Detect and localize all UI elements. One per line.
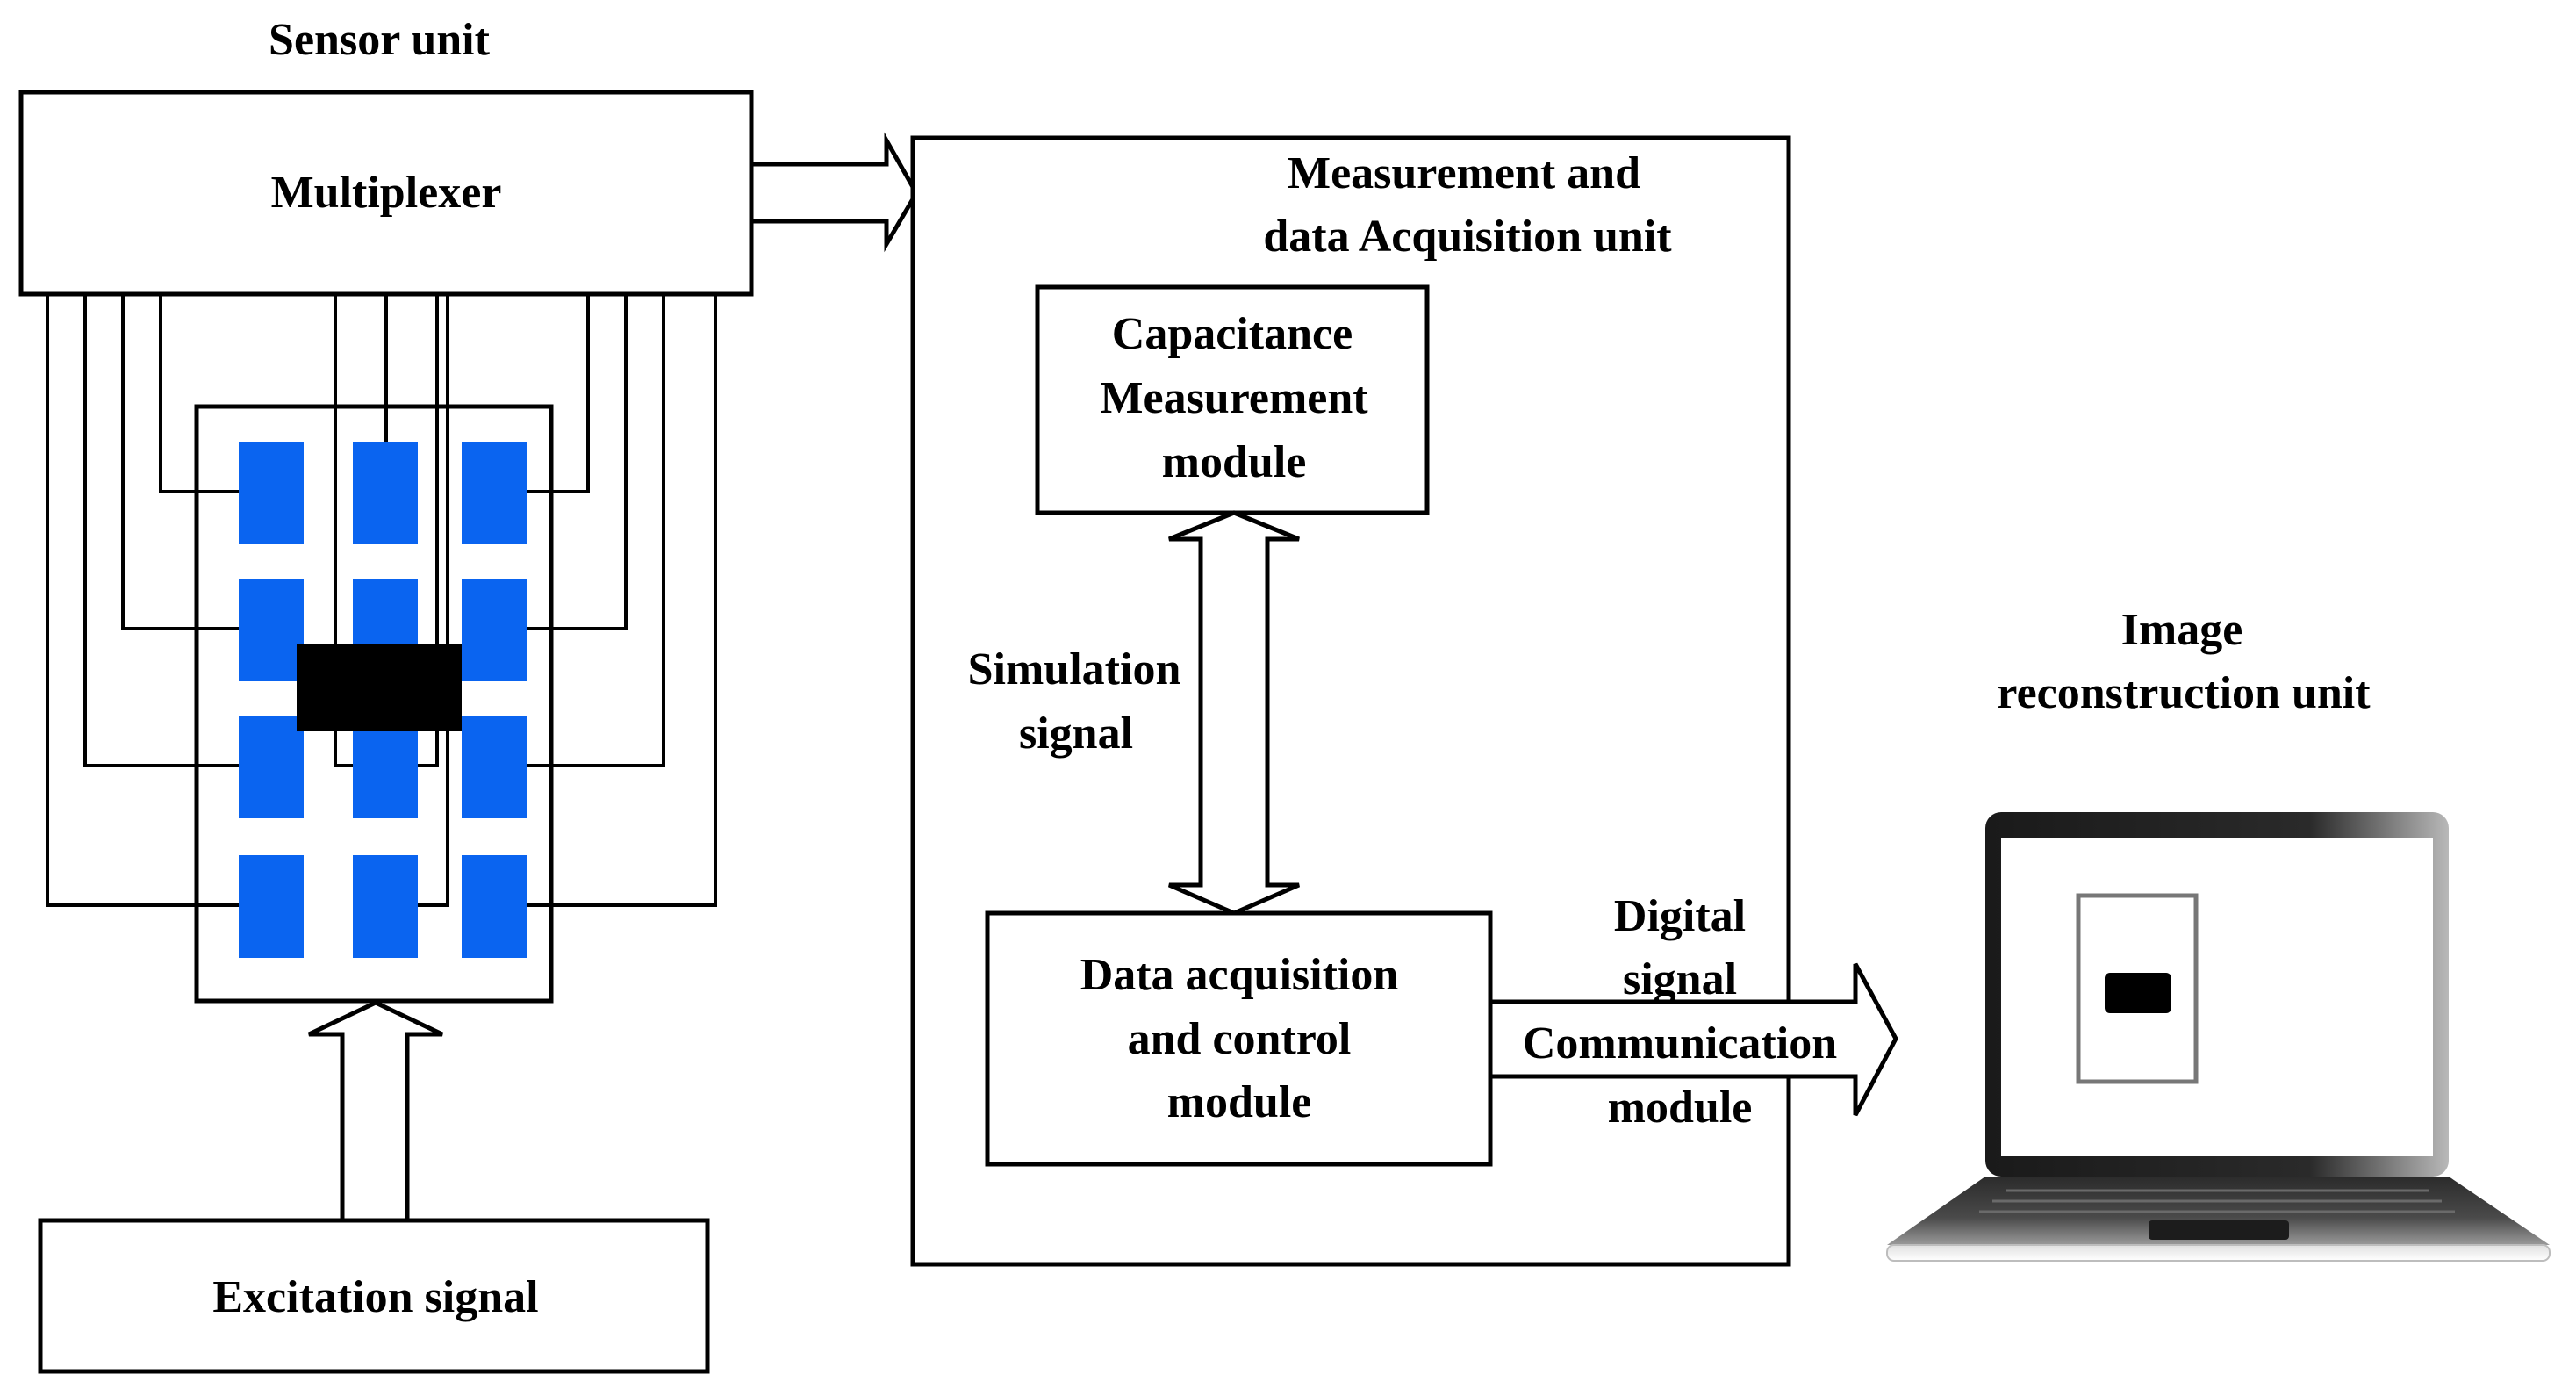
wire-left-row2 [121,294,239,630]
wire-left-row1 [159,294,239,493]
electrode-r3-c1 [239,716,304,818]
wire-left-row3 [83,294,239,767]
electrode-r4-c3 [462,855,527,958]
laptop-icon [1886,812,2551,1262]
reconstructed-object [2105,973,2171,1013]
daq-module-line3: module [1167,1077,1312,1127]
image-reconstruction-line2: reconstruction unit [1997,668,2371,718]
multiplexer-label: Multiplexer [271,168,502,218]
electrode-r3-c2 [353,716,418,818]
digital-signal-line1: Digital [1614,891,1746,941]
capacitance-module-line1: Capacitance [1112,309,1353,359]
communication-module-line1: Communication [1523,1018,1837,1069]
excitation-block: Excitation signal [38,1218,710,1374]
electrode-r1-c3 [462,442,527,544]
digital-signal-right-arrow [1488,962,1898,1117]
multiplexer-right-arrow [749,132,919,253]
capacitance-module-line2: Measurement [1100,373,1368,423]
wire-right-row1 [527,294,590,493]
multiplexer-box [18,90,754,297]
laptop-screen [2001,838,2433,1156]
electrode-r2-c3 [462,579,527,681]
excitation-signal-label: Excitation signal [212,1272,538,1322]
sensor-unit-label: Sensor unit [269,15,491,65]
daq-module-line1: Data acquisition [1080,950,1399,1000]
excitation-signal-box [38,1218,710,1374]
measured-object [297,644,462,731]
electrode-r1-c1 [239,442,304,544]
image-reconstruction-line1: Image [2121,605,2243,655]
measurement-unit-title-line1: Measurement and [1288,148,1640,198]
measurement-unit-title-line2: data Acquisition unit [1263,212,1672,262]
wire-right-row2 [527,294,628,630]
electrode-r1-c2 [353,442,418,544]
capacitance-module-line3: module [1162,437,1307,487]
electrode-r3-c3 [462,716,527,818]
laptop-front-lip [1886,1244,2551,1262]
electrode-grid [239,442,527,958]
sensor-unit: Sensor unit Multiplexer [18,15,754,1004]
image-reconstruction-unit: Image reconstruction unit [1886,605,2551,1262]
laptop-touchpad [2149,1220,2289,1240]
wire-left-row4 [46,294,239,907]
simulation-signal-line2: signal [1019,709,1133,759]
capacitance-module-box [1035,284,1430,515]
electrode-wires [46,294,717,907]
excitation-up-arrow [307,1000,444,1223]
wire-mid-row4 [418,294,449,907]
electrode-r4-c2 [353,855,418,958]
wire-mid-row3 [418,294,439,767]
simulation-signal-line1: Simulation [968,644,1181,694]
laptop-keys [1979,1189,2455,1213]
wire-right-row3 [527,294,665,767]
daq-module-line2: and control [1128,1014,1352,1064]
daq-module-box [985,910,1493,1167]
wire-right-row4 [527,294,717,907]
digital-signal-line2: signal [1623,954,1737,1004]
electrode-r2-c1 [239,579,304,681]
communication-module-line2: module [1608,1083,1753,1133]
wire-mid-row2 [334,294,353,767]
electrode-r4-c1 [239,855,304,958]
